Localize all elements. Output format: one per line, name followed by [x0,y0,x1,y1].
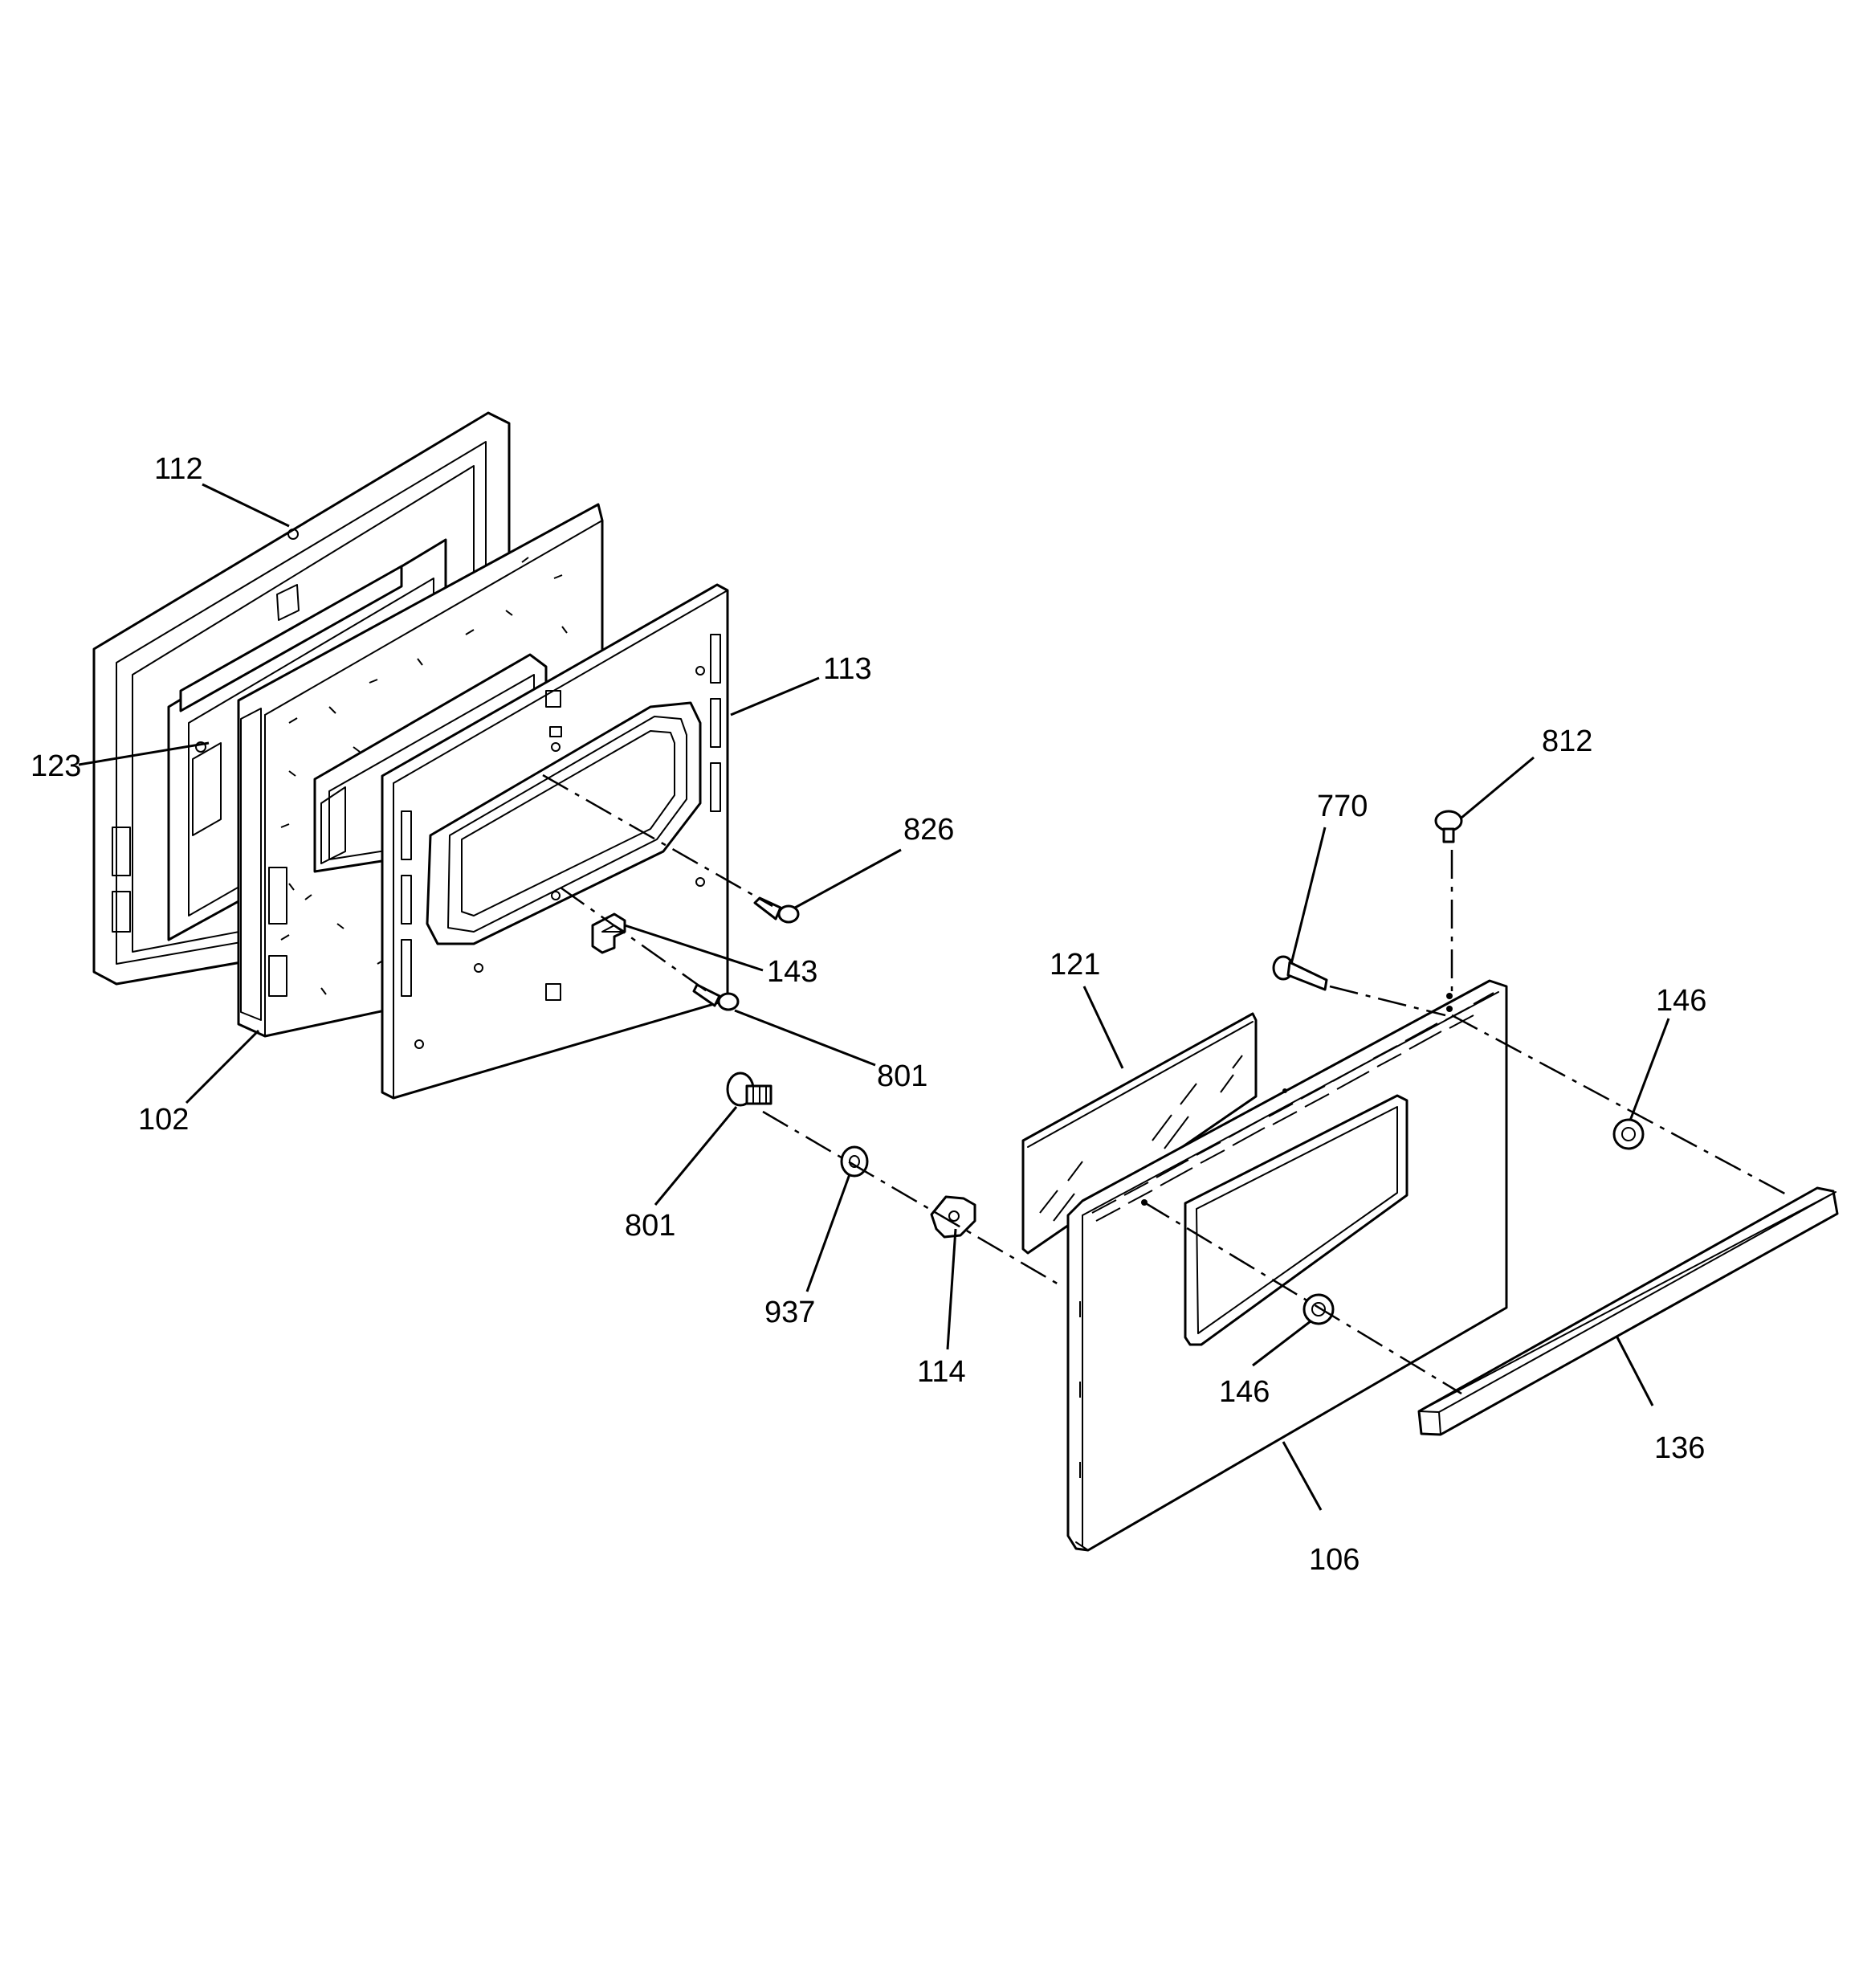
part-812-screw [1434,810,1463,843]
callout-770: 770 [1317,790,1368,823]
assembly-axis-lines [542,774,1792,1395]
part-113-door-frame [381,583,729,1100]
part-146-bushing-upper [1612,1118,1645,1150]
leader-lines [78,483,1670,1511]
callout-102: 102 [138,1103,189,1137]
callout-826: 826 [903,813,954,847]
part-770-screw [1272,955,1328,991]
callout-113: 113 [823,652,872,686]
part-801-screw-upper [692,983,740,1011]
callout-143: 143 [767,955,817,989]
callout-121: 121 [1050,948,1100,982]
part-121-glass-panel [1021,1012,1258,1255]
part-114-hinge-clip [930,1195,976,1239]
callout-937: 937 [764,1296,815,1329]
callout-136: 136 [1654,1431,1705,1465]
callout-801-lower: 801 [625,1209,675,1243]
callout-labels: 112 123 113 826 143 801 102 801 937 114 … [31,452,1706,1577]
part-937-washer [840,1145,869,1178]
callout-801-upper: 801 [877,1059,927,1093]
vent-slots [1091,992,1494,1222]
callout-112: 112 [154,452,203,486]
callout-114: 114 [917,1355,966,1389]
callout-146-lower: 146 [1219,1375,1270,1409]
part-136-handle-strip [1417,1186,1839,1436]
callout-812: 812 [1542,725,1592,758]
part-143-bracket [591,912,626,954]
part-106-outer-door-panel [1066,979,1508,1552]
callout-106: 106 [1309,1543,1360,1577]
part-801-shoulder-screw [726,1072,773,1107]
callout-146-upper: 146 [1656,984,1706,1018]
callout-123: 123 [31,749,81,783]
part-826-screw [753,896,800,924]
part-146-bushing-lower [1302,1293,1335,1325]
